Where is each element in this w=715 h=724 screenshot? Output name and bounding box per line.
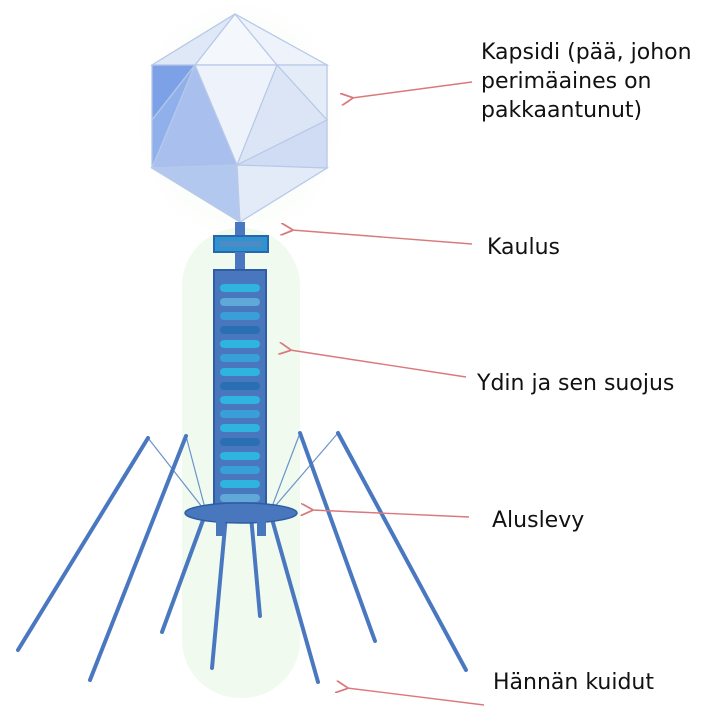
tail-fiber <box>18 438 148 650</box>
base-plate <box>185 503 297 523</box>
tail-fiber <box>300 433 375 641</box>
collar-inner <box>220 241 262 247</box>
arrow-tail-fibers <box>347 688 484 705</box>
base-pin-left <box>216 520 225 536</box>
tail-fiber <box>338 433 466 670</box>
tail-fiber <box>90 436 186 680</box>
base-pin-right <box>257 520 266 536</box>
label-tail-fibers: Hännän kuidut <box>493 668 654 697</box>
arrow-core <box>290 350 466 377</box>
label-capsid: Kapsidi (pää, johon perimäaines on pakka… <box>481 38 713 130</box>
neck-lower <box>235 252 245 270</box>
arrow-collar <box>292 230 472 244</box>
label-baseplate: Aluslevy <box>492 506 584 535</box>
arrow-capsid <box>352 82 472 98</box>
arrow-baseplate <box>312 510 469 517</box>
label-core: Ydin ja sen suojus <box>477 369 674 398</box>
label-collar: Kaulus <box>487 233 560 262</box>
neck <box>235 222 245 236</box>
